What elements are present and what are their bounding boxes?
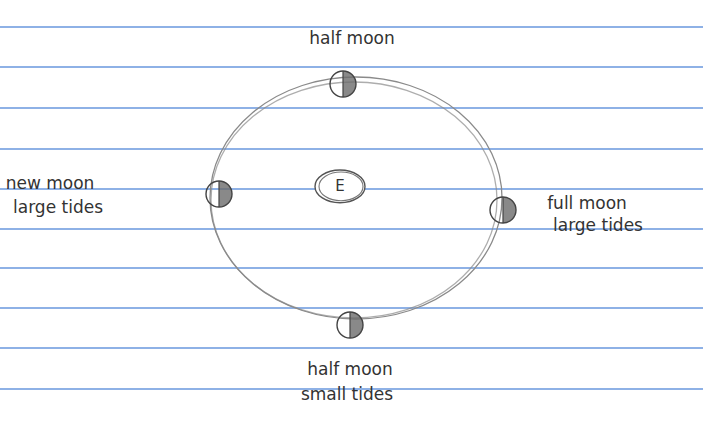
moon-symbol — [335, 310, 365, 340]
earth-label: E — [335, 178, 344, 195]
phase-label: half moon — [307, 360, 392, 379]
orbit — [210, 77, 502, 319]
moon: half moon — [328, 69, 358, 99]
moon: full moonlarge tides — [488, 195, 518, 225]
moon-symbol — [328, 69, 358, 99]
earth: E — [313, 168, 367, 205]
phase-label: new moon — [6, 174, 95, 193]
tide-label: small tides — [301, 385, 393, 404]
moon-symbol — [488, 195, 518, 225]
phase-label: full moon — [547, 194, 627, 213]
moon: new moonlarge tides — [204, 179, 234, 209]
phase-label: half moon — [309, 29, 394, 48]
moon-symbol — [204, 179, 234, 209]
tide-label: large tides — [13, 198, 103, 217]
moon: half moonsmall tides — [335, 310, 365, 340]
tide-label: large tides — [553, 216, 643, 235]
